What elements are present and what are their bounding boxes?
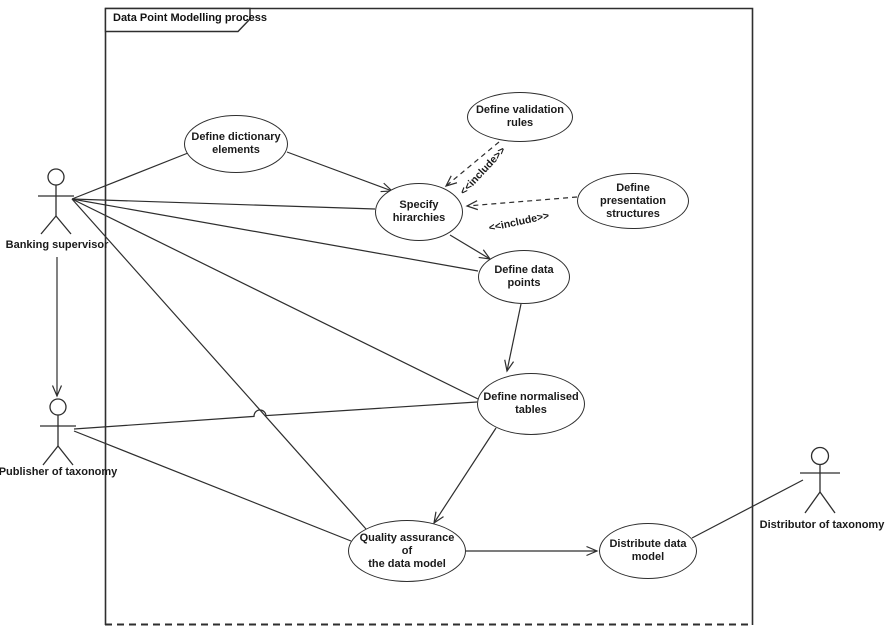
diagram-frame-border xyxy=(104,7,754,625)
connector-define-validation-rules--specify-hirarchies-include xyxy=(444,141,500,187)
actor-label-publisher-of-taxonomy: Publisher of taxonomy xyxy=(0,466,118,478)
connector-distribute-data-model--distributor-of-taxonomy xyxy=(691,479,804,539)
usecase-specify-hirarchies: Specify hirarchies xyxy=(375,183,463,241)
usecase-label: Define dictionary elements xyxy=(191,131,281,156)
diagram-title: Data Point Modelling process xyxy=(113,12,268,24)
connector-banking-supervisor--specify-hirarchies xyxy=(71,198,376,210)
connector-define-dictionary-elements--specify-hirarchies xyxy=(286,151,394,193)
actor-distributor-of-taxonomy-segment-2 xyxy=(804,491,821,514)
usecase-define-normalised-tables: Define normalised tables xyxy=(477,373,585,435)
usecase-label: Quality assurance of the data model xyxy=(359,531,455,570)
connector-banking-supervisor--define-dictionary-elements xyxy=(71,152,189,200)
usecase-distribute-data-model: Distribute data model xyxy=(599,523,697,579)
usecase-label: Define presentation structures xyxy=(599,181,666,220)
actor-label-banking-supervisor: Banking supervisor xyxy=(5,239,109,251)
actor-label-distributor-of-taxonomy: Distributor of taxonomy xyxy=(759,519,885,531)
usecase-label: Distribute data model xyxy=(609,538,687,563)
connector-banking-supervisor--quality-assurance xyxy=(71,198,367,530)
usecase-quality-assurance-of-the-data-model: Quality assurance of the data model xyxy=(348,520,466,582)
connector-define-presentation-structures--specify-hirarchies-include xyxy=(465,196,578,211)
connector-banking-supervisor--define-data-points xyxy=(71,198,479,272)
connector-specify-hirarchies--define-data-points xyxy=(449,234,492,260)
connector-define-data-points--define-normalised-tables xyxy=(504,303,522,373)
diagram-title-tab xyxy=(104,7,251,33)
actor-head-publisher-of-taxonomy xyxy=(49,398,67,416)
actor-banking-supervisor-segment-2 xyxy=(40,215,57,235)
connector-publisher-of-taxonomy--define-normalised-tables xyxy=(73,401,478,430)
usecase-define-dictionary-elements: Define dictionary elements xyxy=(184,115,288,173)
usecase-label: Specify hirarchies xyxy=(392,199,446,224)
usecase-define-validation-rules: Define validation rules xyxy=(467,92,573,142)
actor-distributor-of-taxonomy-segment-3 xyxy=(819,491,836,514)
connector-banking-supervisor--define-normalised-tables xyxy=(71,198,479,400)
usecase-label: Define validation rules xyxy=(475,104,565,129)
connector-define-normalised-tables--quality-assurance xyxy=(433,427,497,525)
actor-head-distributor-of-taxonomy xyxy=(810,446,830,466)
usecase-label: Define normalised tables xyxy=(483,391,579,416)
connector-publisher-of-taxonomy--quality-assurance xyxy=(73,430,352,542)
actor-publisher-of-taxonomy-segment-3 xyxy=(57,445,74,466)
actor-banking-supervisor-segment-3 xyxy=(55,215,72,235)
usecase-label: Define data points xyxy=(494,264,554,289)
actor-head-banking-supervisor xyxy=(47,168,65,186)
usecase-define-data-points: Define data points xyxy=(478,250,570,304)
actor-publisher-of-taxonomy-segment-2 xyxy=(42,445,59,466)
usecase-define-presentation-structures: Define presentation structures xyxy=(577,173,689,229)
